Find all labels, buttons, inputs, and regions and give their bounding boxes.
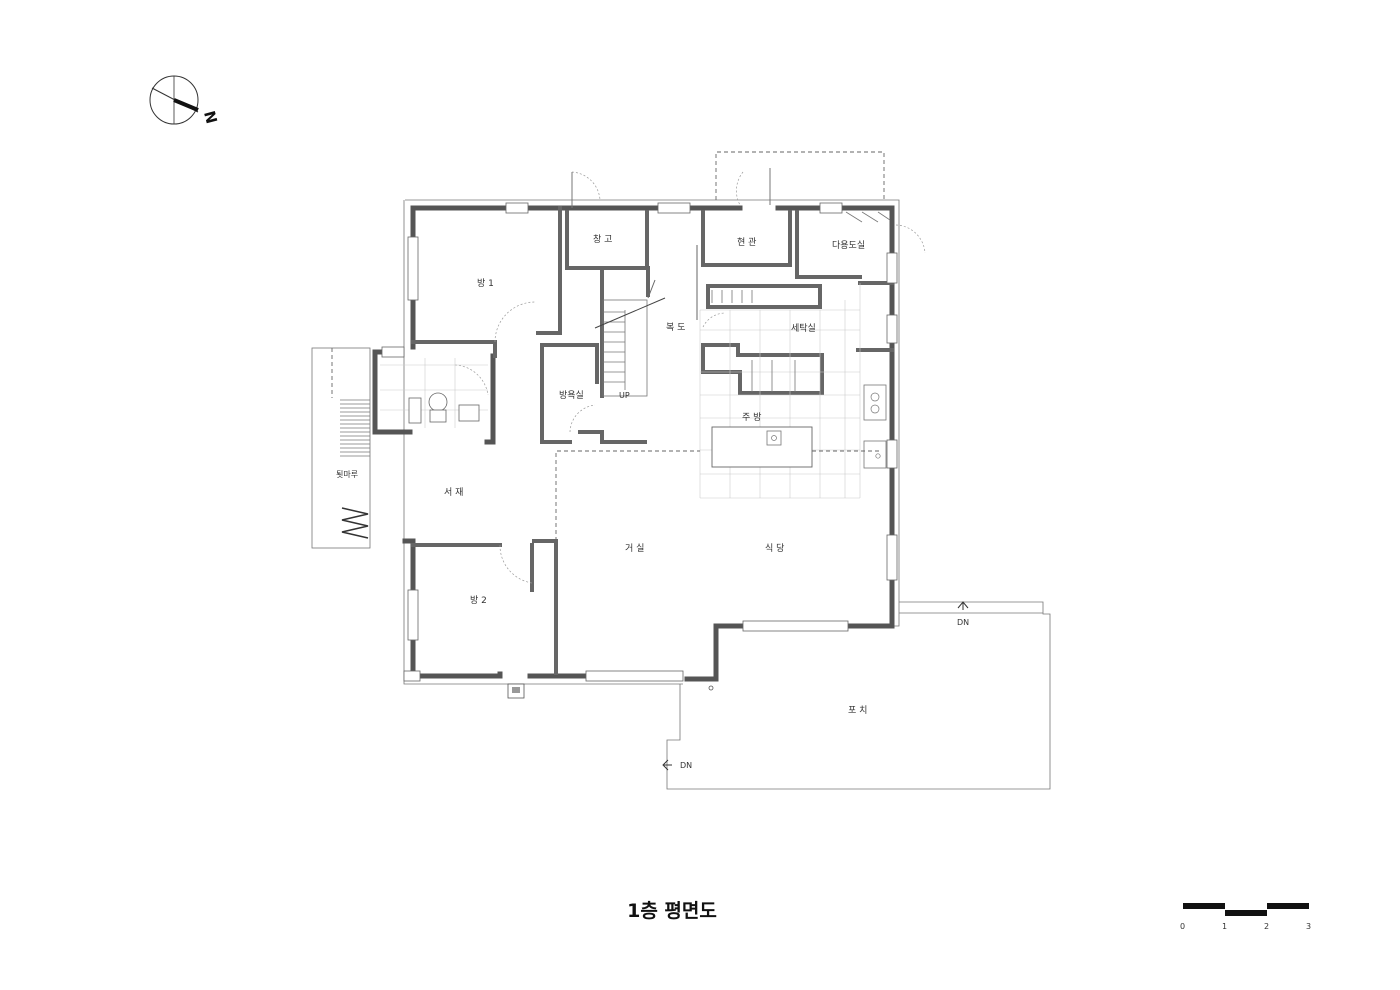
- scale-tick-2: 2: [1264, 922, 1269, 931]
- porch-dn-left-label: DN: [680, 761, 692, 770]
- room-labels: 방 1 창 고 현 관 다용도실 복 도 세탁실 방욕실 주 방 서 재 툇마루…: [336, 234, 867, 716]
- room-label-kitchen: 주 방: [742, 412, 761, 423]
- drawing-title: 1층 평면도: [627, 900, 717, 922]
- room-label-room1: 방 1: [477, 278, 494, 289]
- room-label-laundry: 세탁실: [791, 322, 816, 334]
- scale-bar: 0 1 2 3: [1180, 903, 1311, 931]
- tile-grid: [699, 211, 891, 499]
- room-label-storage: 창 고: [593, 234, 612, 245]
- room-label-hallway: 복 도: [666, 322, 685, 333]
- porch-dn-top-label: DN: [957, 618, 969, 627]
- room-label-porch: 포 치: [848, 704, 867, 716]
- scale-tick-0: 0: [1180, 922, 1185, 931]
- compass-icon: N: [149, 75, 221, 126]
- living-zone-boundary: [555, 450, 882, 541]
- room-label-entrance: 현 관: [737, 237, 756, 248]
- porch-area: DN DN: [507, 601, 1051, 790]
- staircase: UP: [594, 297, 666, 400]
- exterior-walls: [372, 205, 895, 682]
- compass-north-label: N: [200, 109, 221, 126]
- bathroom-fixtures: [380, 358, 488, 428]
- scale-tick-3: 3: [1306, 922, 1311, 931]
- room-label-study: 서 재: [444, 487, 463, 498]
- windows: [381, 202, 898, 682]
- interior-walls: [411, 206, 894, 675]
- room-label-dining: 식 당: [765, 543, 784, 554]
- room-label-deck: 툇마루: [336, 470, 358, 479]
- room-label-room2: 방 2: [470, 595, 487, 606]
- deck-area: [311, 347, 371, 549]
- outer-envelope: [403, 199, 900, 685]
- stair-up-label: UP: [619, 391, 630, 400]
- entrance-canopy: [715, 151, 885, 200]
- doors: [454, 168, 926, 584]
- scale-tick-1: 1: [1222, 922, 1227, 931]
- room-label-utility: 다용도실: [832, 240, 865, 251]
- room-label-bathroom: 방욕실: [559, 390, 584, 401]
- room-label-living: 거 실: [625, 543, 644, 554]
